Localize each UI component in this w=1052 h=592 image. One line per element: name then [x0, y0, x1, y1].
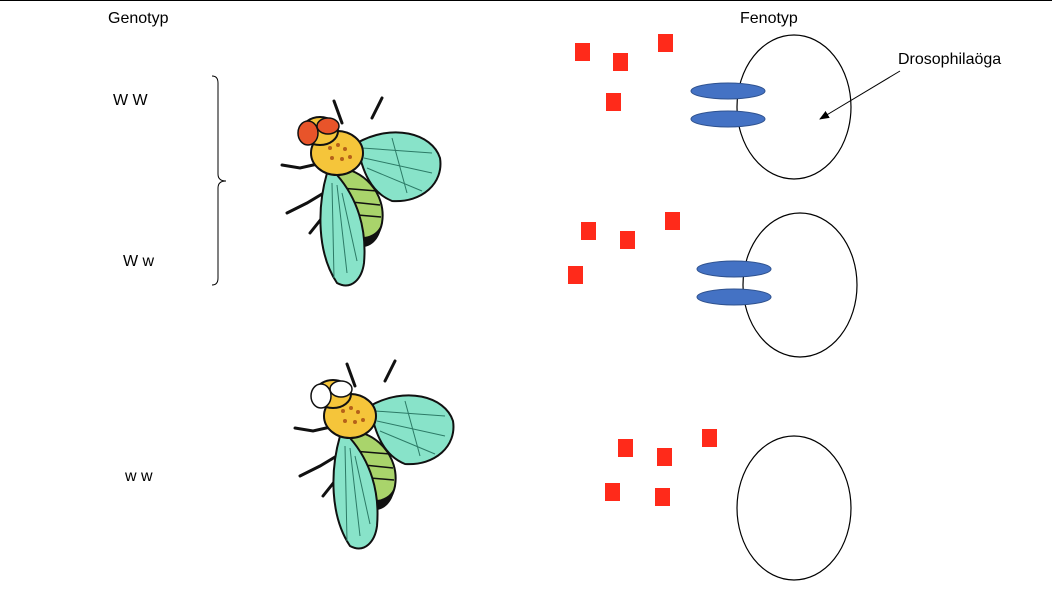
pigment-granule	[568, 266, 583, 284]
genotype-label-ww-dominant: W W	[113, 92, 148, 109]
phenotype-row-ww-recessive	[605, 429, 852, 581]
pigment-granule	[657, 448, 672, 466]
phenotype-row-heterozygous	[568, 212, 858, 358]
pigment-receptor	[690, 82, 766, 100]
fly-white-eyed	[293, 359, 455, 550]
pigment-granule	[606, 93, 621, 111]
eye-cell	[736, 435, 852, 581]
eye-label-arrow	[819, 70, 901, 120]
pigment-granule	[665, 212, 680, 230]
genotype-label-ww-recessive: w w	[125, 468, 153, 485]
pigment-granule	[618, 439, 633, 457]
pigment-granule	[581, 222, 596, 240]
phenotype-header: Fenotyp	[740, 10, 798, 27]
eye-cell	[736, 34, 852, 180]
genotype-header: Genotyp	[108, 10, 169, 27]
genotype-label-heterozygous: W w	[123, 253, 155, 270]
pigment-granule	[658, 34, 673, 52]
pigment-granule	[655, 488, 670, 506]
pigment-granule	[702, 429, 717, 447]
eye-cell	[742, 212, 858, 358]
pigment-granule	[605, 483, 620, 501]
pigment-granule	[575, 43, 590, 61]
pigment-granule	[620, 231, 635, 249]
pigment-granule	[613, 53, 628, 71]
pigment-receptor	[696, 260, 772, 278]
pigment-receptor	[696, 288, 772, 306]
eye-label: Drosophilaöga	[898, 51, 1002, 68]
genotype-bracket	[211, 75, 227, 286]
fly-red-eyed	[280, 96, 442, 287]
phenotype-row-ww-dominant	[575, 34, 852, 180]
pigment-receptor	[690, 110, 766, 128]
